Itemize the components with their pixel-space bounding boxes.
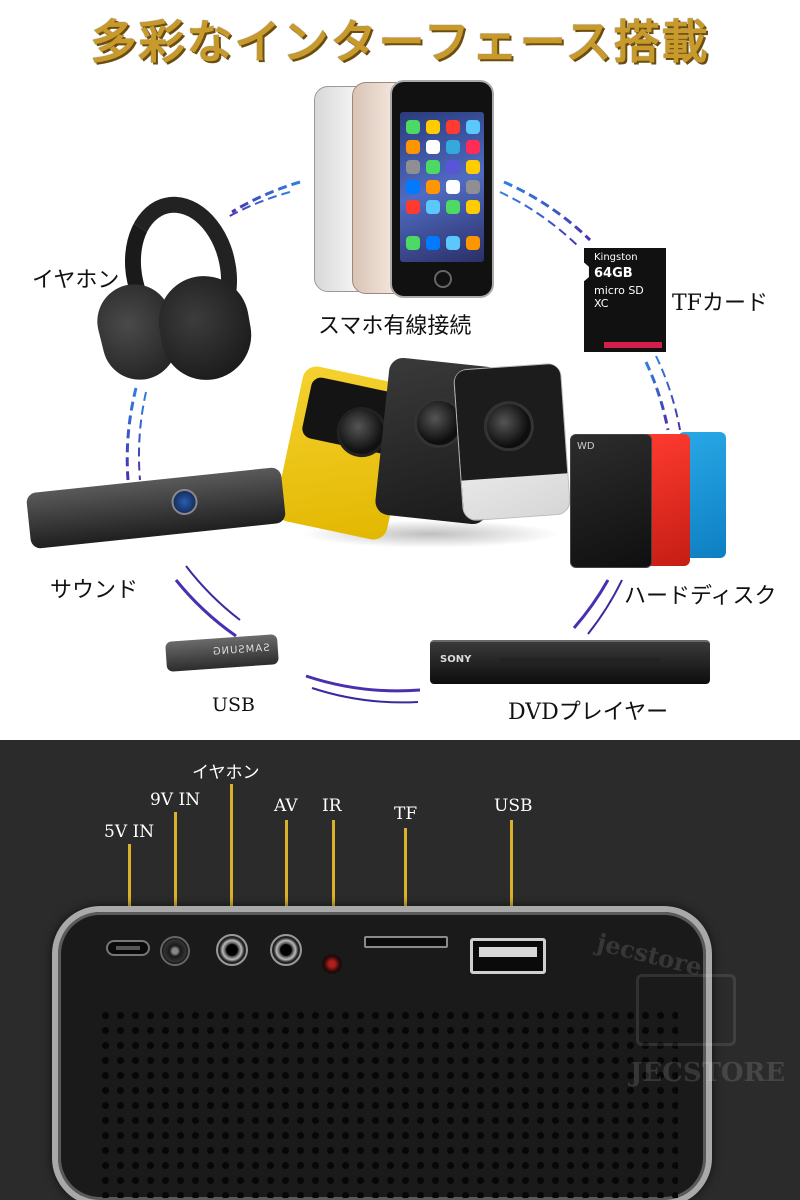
phone-front: [390, 80, 494, 298]
micro-usb-port-icon: [106, 940, 150, 956]
port-label-5v-in: 5V IN: [104, 822, 155, 842]
earphone-jack-icon: [216, 934, 248, 966]
speaker-grille: [98, 1008, 678, 1198]
sd-card-image: Kingston 64GB micro SD XC: [584, 248, 666, 352]
label-hard-disk: ハードディスク: [624, 584, 777, 609]
port-label-usb: USB: [494, 796, 533, 816]
dvd-brand: SONY: [440, 654, 472, 665]
label-tf-card: TFカード: [672, 291, 768, 316]
usb-port-icon: [470, 938, 546, 974]
ring-arc-bottom: [305, 674, 421, 693]
ring-arc-top-right: [503, 180, 592, 242]
leader-av: [285, 820, 288, 948]
ring-arc-right: [644, 361, 670, 431]
label-usb: USB: [212, 694, 255, 716]
av-jack-icon: [270, 934, 302, 966]
watermark-logo-icon: [636, 974, 736, 1046]
projector-white: [452, 362, 572, 522]
leader-5v-in: [128, 844, 131, 936]
label-sound: サウンド: [50, 578, 139, 603]
ports-panel: 5V IN 9V IN イヤホン AV IR TF USB jecstore: [0, 740, 800, 1200]
label-headphones: イヤホン: [32, 268, 120, 293]
leader-ir: [332, 820, 335, 954]
dc-jack-icon: [160, 936, 190, 966]
leader-tf: [404, 828, 407, 938]
hdd-black: WD: [570, 434, 652, 568]
page-title: 多彩なインターフェース搭載: [90, 15, 710, 69]
usb-brand: SAMSUNG: [211, 642, 271, 658]
leader-earphone: [230, 784, 233, 946]
leader-9v-in: [174, 812, 177, 948]
ir-receiver-icon: [322, 954, 342, 974]
sd-type: micro SD XC: [594, 284, 644, 310]
volume-knob-icon: [170, 487, 199, 517]
connection-ring: [125, 180, 681, 704]
port-label-av: AV: [274, 796, 298, 816]
label-dvd: DVDプレイヤー: [508, 700, 669, 725]
sd-capacity: 64GB: [594, 266, 633, 281]
ring-arc-top-left: [231, 180, 301, 214]
ring-arc-left: [125, 387, 138, 481]
label-smartphone: スマホ有線接続: [318, 314, 472, 339]
ring-arc-bottom-right: [572, 579, 610, 629]
port-label-earphone: イヤホン: [192, 763, 260, 783]
ring-arc-bottom-left: [174, 579, 237, 638]
port-label-ir: IR: [322, 796, 342, 816]
watermark-name: JECSTORE: [630, 1058, 786, 1088]
port-label-9v-in: 9V IN: [150, 790, 201, 810]
dvd-player-image: SONY: [430, 640, 710, 684]
home-button-icon: [434, 270, 452, 288]
interfaces-panel: 多彩なインターフェース搭載: [25, 15, 777, 725]
projector-rear-panel: [52, 906, 712, 1200]
port-label-tf: TF: [394, 804, 418, 824]
leader-usb: [510, 820, 513, 944]
sd-brand: Kingston: [594, 252, 638, 263]
tf-slot-icon: [364, 936, 448, 948]
